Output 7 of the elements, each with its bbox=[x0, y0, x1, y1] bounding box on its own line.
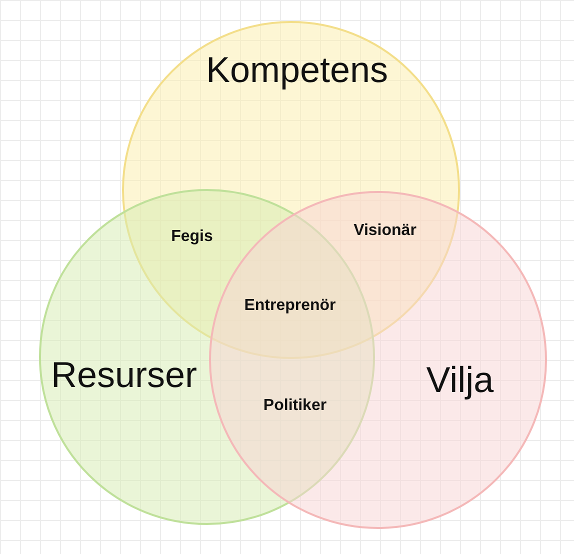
overlap-label: Visionär bbox=[354, 222, 416, 240]
overlap-label: Entreprenör bbox=[244, 297, 336, 315]
circle-title: Kompetens bbox=[206, 49, 388, 91]
overlap-label: Politiker bbox=[263, 397, 327, 415]
overlap-label: Fegis bbox=[171, 228, 213, 246]
circle-title: Resurser bbox=[50, 354, 198, 396]
circle-title: Vilja bbox=[426, 359, 494, 401]
